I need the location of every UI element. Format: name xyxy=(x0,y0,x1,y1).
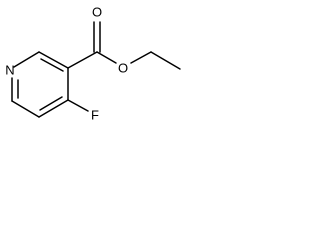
atom-fluorine: F xyxy=(91,108,99,123)
bond-n1-c2 xyxy=(13,51,40,68)
pyridine-ring xyxy=(11,51,69,118)
bond-c2-c3-inner xyxy=(40,58,64,72)
ester-group xyxy=(67,21,181,70)
bond-c4-c5 xyxy=(38,99,69,118)
atom-ester-oxygen: O xyxy=(118,61,128,76)
bond-c2-c3 xyxy=(38,51,69,69)
bond-ester-o-ch2 xyxy=(130,51,152,64)
bond-ch2-ch3 xyxy=(150,51,181,70)
atom-carbonyl-oxygen: O xyxy=(92,5,102,20)
atom-nitrogen: N xyxy=(5,63,14,78)
bond-c4-c5-inner xyxy=(39,96,63,111)
bond-c5-c6 xyxy=(11,100,40,118)
chemical-structure: N F O O xyxy=(5,5,181,123)
bond-c3-carbonyl xyxy=(67,51,98,69)
bond-carbonyl-ester-o xyxy=(96,51,117,64)
bond-c4-f xyxy=(67,99,89,112)
